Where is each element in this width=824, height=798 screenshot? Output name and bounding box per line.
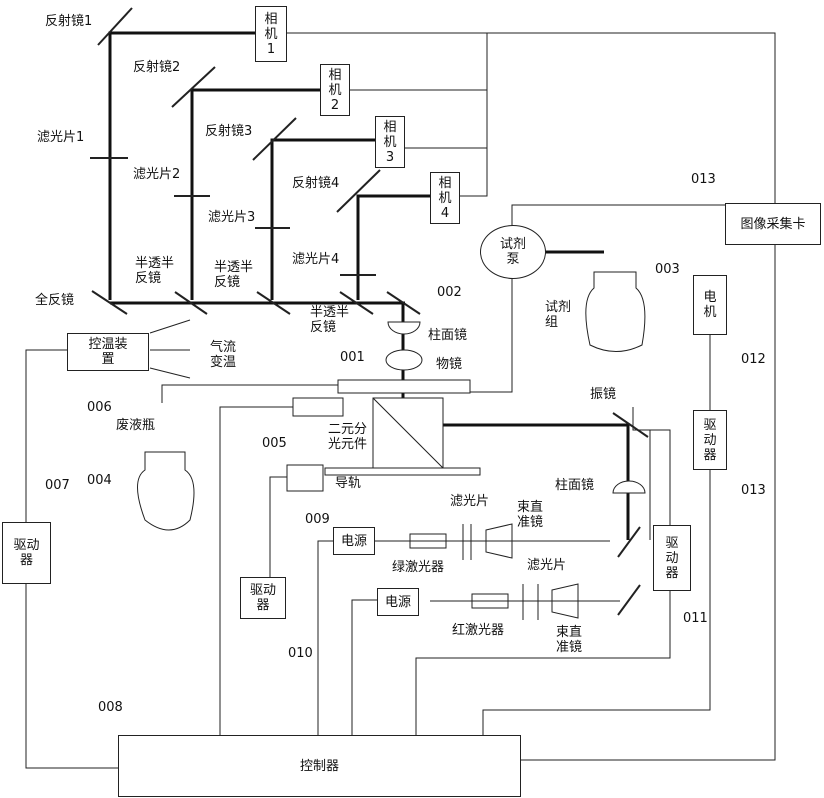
label-filter-2: 滤光片2 bbox=[133, 167, 181, 182]
half-mirror-d-glyph bbox=[386, 291, 421, 315]
half-mirror-a-glyph bbox=[174, 291, 208, 315]
rail-block-009 bbox=[286, 464, 324, 492]
objective-lens bbox=[385, 349, 423, 371]
ref-003: 003 bbox=[655, 262, 680, 277]
sample-stage bbox=[337, 379, 471, 394]
label-waste-bottle: 废液瓶 bbox=[116, 418, 156, 433]
camera-3: 相 机 3 bbox=[375, 116, 405, 168]
label-half-mirror-b: 半透半 反镜 bbox=[214, 260, 254, 290]
optical-path-2 bbox=[190, 88, 320, 300]
optical-path-4 bbox=[356, 194, 430, 300]
waste-bottle bbox=[137, 451, 195, 531]
ref-009: 009 bbox=[305, 512, 330, 527]
wire-controller-stage bbox=[219, 406, 293, 735]
mirror1-glyph bbox=[97, 7, 133, 46]
wire-temp-arrows bbox=[149, 319, 191, 379]
galvo-glyph bbox=[612, 412, 649, 438]
wire-temp-driver007 bbox=[25, 349, 67, 522]
label-airflow: 气流 变温 bbox=[210, 340, 237, 370]
driver-007: 驱动 器 bbox=[2, 522, 51, 584]
ref-013-bottom: 013 bbox=[741, 483, 766, 498]
ref-008: 008 bbox=[98, 700, 123, 715]
wire-waste bbox=[161, 384, 340, 403]
camera-2: 相 机 2 bbox=[320, 64, 350, 116]
mirror3-glyph bbox=[252, 117, 297, 161]
driver-013: 驱 动 器 bbox=[693, 410, 727, 470]
label-filter-red: 滤光片 bbox=[527, 558, 567, 573]
ref-005: 005 bbox=[262, 436, 287, 451]
cylindrical-lens-top bbox=[387, 321, 421, 335]
driver-010: 驱动 器 bbox=[240, 577, 286, 619]
guide-rail bbox=[324, 467, 481, 476]
label-half-mirror-c: 半透半 反镜 bbox=[310, 305, 350, 335]
wire-pump-card bbox=[511, 204, 725, 232]
ref-001: 001 bbox=[340, 350, 365, 365]
label-half-mirror-a: 半透半 反镜 bbox=[135, 256, 175, 286]
cylindrical-lens-right bbox=[612, 480, 646, 494]
wire-driver007-controller bbox=[25, 584, 118, 769]
dichroic-mirror-green-glyph bbox=[617, 526, 641, 558]
label-cyl-lens-top: 柱面镜 bbox=[428, 328, 468, 343]
label-reagent-group: 试剂 组 bbox=[545, 300, 572, 330]
dichroic-mirror-red-glyph bbox=[617, 584, 641, 616]
label-mirror-2: 反射镜2 bbox=[133, 60, 181, 75]
mirror2-glyph bbox=[171, 66, 216, 108]
motor: 电 机 bbox=[693, 275, 727, 335]
driver-011: 驱 动 器 bbox=[653, 525, 691, 591]
label-filter-3: 滤光片3 bbox=[208, 210, 256, 225]
wire-controller-power-green bbox=[317, 540, 333, 735]
label-guide-rail: 导轨 bbox=[335, 476, 362, 491]
label-mirror-3: 反射镜3 bbox=[205, 124, 253, 139]
image-acquisition-card: 图像采集卡 bbox=[725, 203, 821, 245]
mirror4-glyph bbox=[336, 169, 381, 213]
dichroic-cube-diagonal bbox=[372, 397, 444, 469]
label-red-laser: 红激光器 bbox=[452, 623, 505, 638]
label-mirror-1: 反射镜1 bbox=[45, 14, 93, 29]
ref-006: 006 bbox=[87, 400, 112, 415]
temperature-control-device: 控温装 置 bbox=[67, 333, 149, 371]
wire-camera4-card bbox=[456, 33, 488, 197]
camera-1: 相 机 1 bbox=[255, 6, 287, 62]
label-collimator-red: 束直 准镜 bbox=[556, 625, 583, 655]
label-mirror-4: 反射镜4 bbox=[292, 176, 340, 191]
power-supply-red: 电源 bbox=[377, 588, 419, 616]
ref-010: 010 bbox=[288, 646, 313, 661]
ref-004: 004 bbox=[87, 473, 112, 488]
half-mirror-c-glyph bbox=[339, 291, 374, 315]
ref-012: 012 bbox=[741, 352, 766, 367]
wire-camera1-card bbox=[287, 32, 776, 761]
half-mirror-b-glyph bbox=[256, 291, 291, 315]
wire-controller-power-red bbox=[351, 599, 377, 735]
label-cyl-lens-right: 柱面镜 bbox=[555, 478, 595, 493]
wire-driver013-controller bbox=[482, 470, 711, 735]
ref-007: 007 bbox=[45, 478, 70, 493]
ref-011: 011 bbox=[683, 611, 708, 626]
label-filter-4: 滤光片4 bbox=[292, 252, 340, 267]
wire-controller-driver010 bbox=[269, 476, 287, 577]
reagent-bottle bbox=[585, 271, 646, 352]
label-green-laser: 绿激光器 bbox=[392, 560, 445, 575]
reagent-pump: 试剂 泵 bbox=[480, 225, 546, 279]
label-galvo: 振镜 bbox=[590, 387, 617, 402]
label-filter-green: 滤光片 bbox=[450, 494, 490, 509]
label-collimator-green: 束直 准镜 bbox=[517, 500, 544, 530]
label-dichroic: 二元分 光元件 bbox=[328, 422, 368, 452]
stage-holder-005 bbox=[292, 397, 344, 417]
controller: 控制器 bbox=[118, 735, 521, 797]
label-filter-1: 滤光片1 bbox=[37, 130, 85, 145]
label-objective: 物镜 bbox=[436, 357, 463, 372]
optical-path-3 bbox=[270, 138, 375, 300]
wire-pump-rail bbox=[470, 278, 513, 393]
ref-002: 002 bbox=[437, 285, 462, 300]
camera-4: 相 机 4 bbox=[430, 172, 460, 224]
power-supply-green: 电源 bbox=[333, 527, 375, 555]
ref-013-top: 013 bbox=[691, 172, 716, 187]
label-full-mirror: 全反镜 bbox=[35, 293, 75, 308]
full-mirror-glyph bbox=[91, 290, 128, 315]
